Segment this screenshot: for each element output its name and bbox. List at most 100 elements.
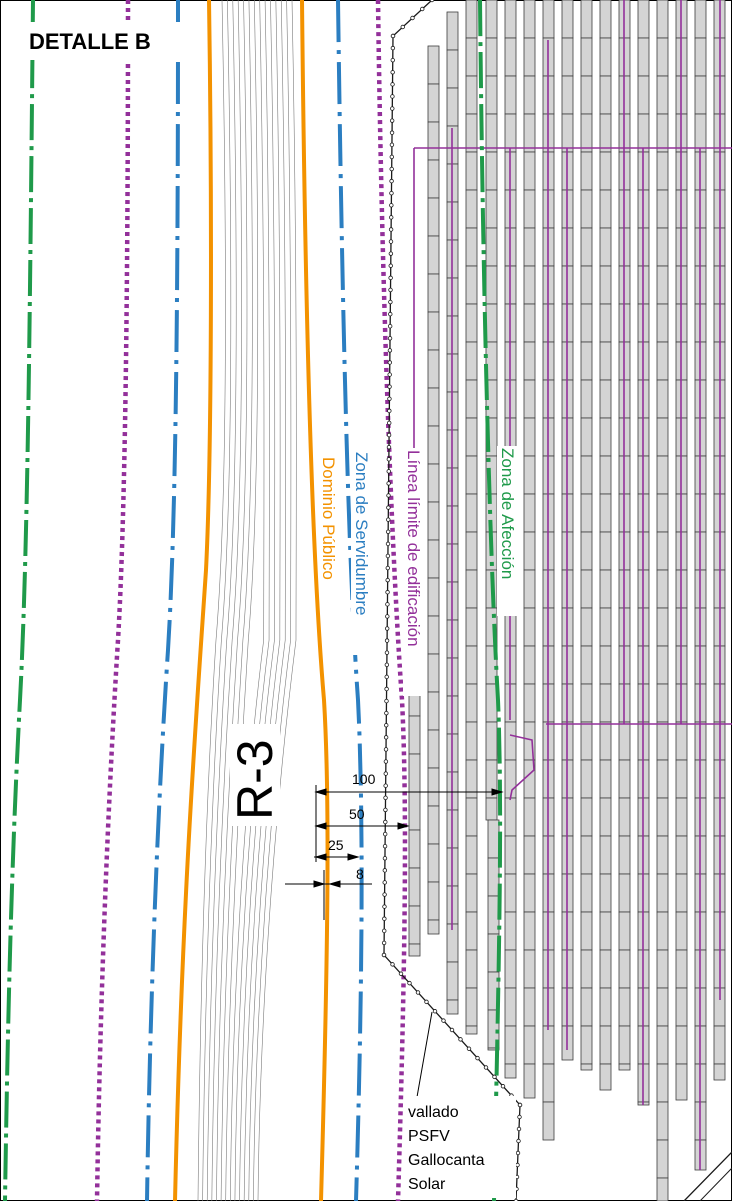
fence-post xyxy=(517,1114,522,1120)
solar-panel xyxy=(427,691,440,731)
solar-panel xyxy=(580,873,593,913)
solar-panel xyxy=(656,75,669,115)
fence-post xyxy=(424,999,429,1005)
solar-panel xyxy=(465,797,478,837)
solar-panel xyxy=(446,87,459,127)
solar-panel xyxy=(446,999,459,1015)
solar-panel xyxy=(523,607,536,647)
solar-panel xyxy=(580,1063,593,1071)
solar-panel xyxy=(656,455,669,495)
solar-panel xyxy=(599,569,612,609)
solar-panel xyxy=(580,341,593,381)
road-line xyxy=(248,0,286,1201)
solar-panel xyxy=(656,1025,669,1065)
solar-panel xyxy=(504,759,517,799)
solar-panel xyxy=(504,1025,517,1065)
solar-panel xyxy=(465,683,478,723)
solar-panel xyxy=(599,835,612,875)
solar-panel xyxy=(675,987,688,1027)
fence-post xyxy=(384,626,390,631)
road-line xyxy=(197,0,226,1201)
fence-post xyxy=(387,420,392,426)
solar-panel xyxy=(427,539,440,579)
solar-panel xyxy=(675,797,688,837)
solar-panel xyxy=(465,303,478,343)
fence-post xyxy=(400,24,405,30)
solar-panel xyxy=(694,37,707,77)
fence-post xyxy=(390,962,395,967)
solar-panel xyxy=(465,987,478,1027)
solar-panel xyxy=(427,45,440,85)
fence-post xyxy=(475,1055,480,1061)
solar-panel xyxy=(523,645,536,685)
solar-panel xyxy=(713,1025,726,1065)
solar-panel xyxy=(694,0,707,39)
solar-panel xyxy=(427,121,440,161)
solar-panel xyxy=(523,1025,536,1065)
solar-panel xyxy=(618,911,631,951)
solar-panel xyxy=(427,501,440,541)
fence-post xyxy=(388,251,394,256)
servidumbre-line-right xyxy=(336,0,364,1201)
fence-post xyxy=(385,602,390,607)
solar-panel xyxy=(580,189,593,229)
fence-post xyxy=(387,372,392,377)
fence-post xyxy=(381,952,387,958)
fence-post xyxy=(389,178,394,184)
fence-post xyxy=(389,203,394,208)
solar-panel xyxy=(599,721,612,761)
solar-panel xyxy=(675,949,688,989)
fence-post xyxy=(386,469,391,474)
solar-panel xyxy=(656,645,669,685)
solar-panel xyxy=(580,379,593,419)
fence-post xyxy=(420,6,425,12)
solar-panel xyxy=(580,645,593,685)
solar-panel xyxy=(523,1063,536,1099)
solar-panel xyxy=(427,843,440,883)
solar-panel xyxy=(599,303,612,343)
fence-post xyxy=(483,1065,489,1070)
solar-panel xyxy=(599,1063,612,1091)
solar-panel xyxy=(504,987,517,1027)
fence-post xyxy=(383,735,389,740)
solar-panel xyxy=(427,197,440,237)
solar-panel xyxy=(580,1025,593,1065)
fence-post xyxy=(382,868,388,873)
fence-post xyxy=(389,215,394,220)
fence-post xyxy=(385,614,390,619)
solar-panel xyxy=(523,797,536,837)
solar-panel xyxy=(580,797,593,837)
solar-panel xyxy=(580,911,593,951)
solar-panel xyxy=(408,829,421,869)
solar-panel xyxy=(427,463,440,503)
solar-panel xyxy=(408,791,421,831)
solar-panel xyxy=(561,75,574,115)
solar-panel xyxy=(656,683,669,723)
road-label: R-3 xyxy=(227,739,283,820)
solar-panel xyxy=(656,0,669,39)
fence-post xyxy=(390,106,395,111)
solar-panel xyxy=(580,227,593,267)
solar-panel xyxy=(656,227,669,267)
solar-panel xyxy=(465,341,478,381)
fence-post xyxy=(389,130,395,135)
solar-panel xyxy=(656,873,669,913)
solar-panel xyxy=(427,83,440,123)
solar-panel xyxy=(446,961,459,1001)
solar-panel xyxy=(523,113,536,153)
solar-panel xyxy=(599,1025,612,1065)
fence-post xyxy=(386,517,391,522)
fence-post xyxy=(387,336,393,341)
solar-panel xyxy=(523,341,536,381)
solar-panel xyxy=(485,189,498,229)
fence-post xyxy=(390,94,395,99)
solar-panel xyxy=(599,493,612,533)
solar-panel xyxy=(485,683,498,723)
fence-post xyxy=(387,384,392,389)
solar-panel xyxy=(408,753,421,793)
fence-post xyxy=(382,892,387,897)
solar-panel xyxy=(599,113,612,153)
road-line xyxy=(211,0,242,1201)
